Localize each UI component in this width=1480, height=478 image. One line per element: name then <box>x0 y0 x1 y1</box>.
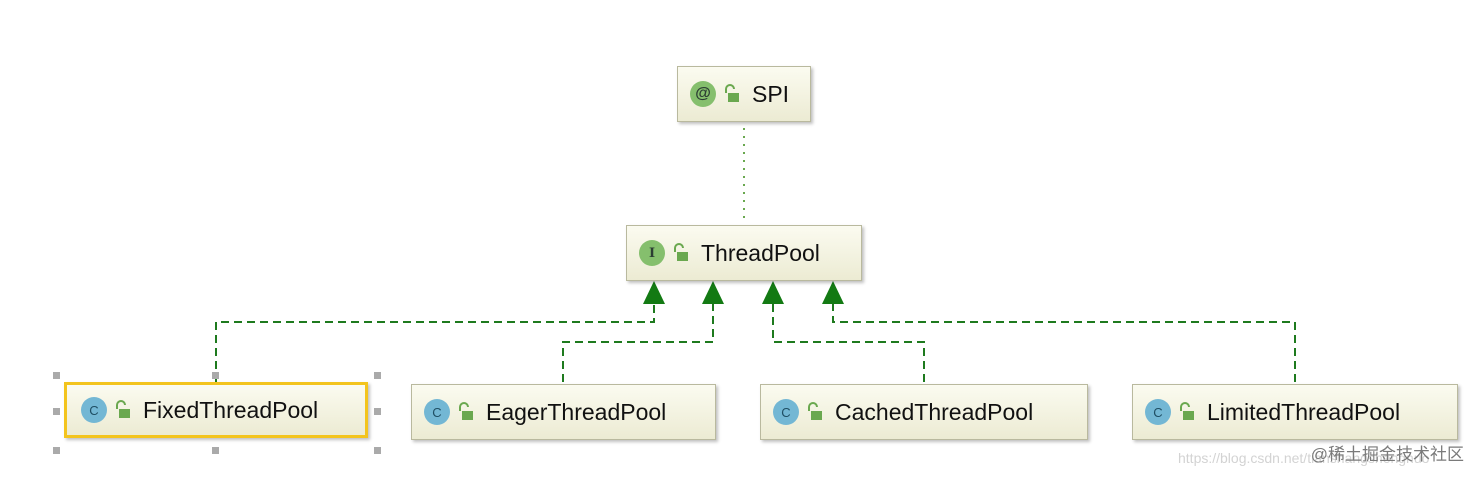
edge-fixed-threadpool <box>215 304 655 382</box>
class-badge-icon: C <box>1145 399 1171 425</box>
unlocked-padlock-icon <box>674 243 688 261</box>
resize-handle-bottom-mid[interactable] <box>212 447 219 454</box>
class-badge-icon: C <box>81 397 107 423</box>
node-eagerthreadpool[interactable]: C EagerThreadPool <box>411 384 716 440</box>
edge-cached-threadpool <box>772 304 925 382</box>
node-label: SPI <box>752 80 790 107</box>
node-label: EagerThreadPool <box>486 398 667 425</box>
unlocked-padlock-icon <box>808 402 822 420</box>
class-badge-icon: C <box>773 399 799 425</box>
interface-badge-icon: I <box>639 240 665 266</box>
arrowhead-eager <box>702 281 724 304</box>
arrowhead-fixed <box>643 281 665 304</box>
unlocked-padlock-icon <box>725 84 739 102</box>
url-watermark: https://blog.csdn.net/tianshangshengnuo <box>1178 450 1430 466</box>
unlocked-padlock-icon <box>116 400 130 418</box>
edge-eager-threadpool <box>562 304 714 382</box>
unlocked-padlock-icon <box>1180 402 1194 420</box>
node-cachedthreadpool[interactable]: C CachedThreadPool <box>760 384 1088 440</box>
unlocked-padlock-icon <box>459 402 473 420</box>
class-badge-icon: C <box>424 399 450 425</box>
node-label: CachedThreadPool <box>835 398 1034 425</box>
resize-handle-top-right[interactable] <box>374 372 381 379</box>
site-watermark: @稀土掘金技术社区 <box>1310 445 1464 464</box>
arrowhead-cached <box>762 281 784 304</box>
node-label: FixedThreadPool <box>143 396 319 423</box>
node-threadpool[interactable]: I ThreadPool <box>626 225 862 281</box>
resize-handle-top-left[interactable] <box>53 372 60 379</box>
node-label: LimitedThreadPool <box>1207 398 1401 425</box>
node-fixedthreadpool[interactable]: C FixedThreadPool <box>64 382 368 438</box>
edge-limited-threadpool <box>832 304 1296 382</box>
node-limitedthreadpool[interactable]: C LimitedThreadPool <box>1132 384 1458 440</box>
resize-handle-mid-right[interactable] <box>374 408 381 415</box>
node-spi[interactable]: @ SPI <box>677 66 811 122</box>
resize-handle-top-mid[interactable] <box>212 372 219 379</box>
annotation-badge-icon: @ <box>690 81 716 107</box>
node-label: ThreadPool <box>701 239 820 266</box>
resize-handle-bottom-right[interactable] <box>374 447 381 454</box>
resize-handle-bottom-left[interactable] <box>53 447 60 454</box>
arrowhead-limited <box>822 281 844 304</box>
resize-handle-mid-left[interactable] <box>53 408 60 415</box>
